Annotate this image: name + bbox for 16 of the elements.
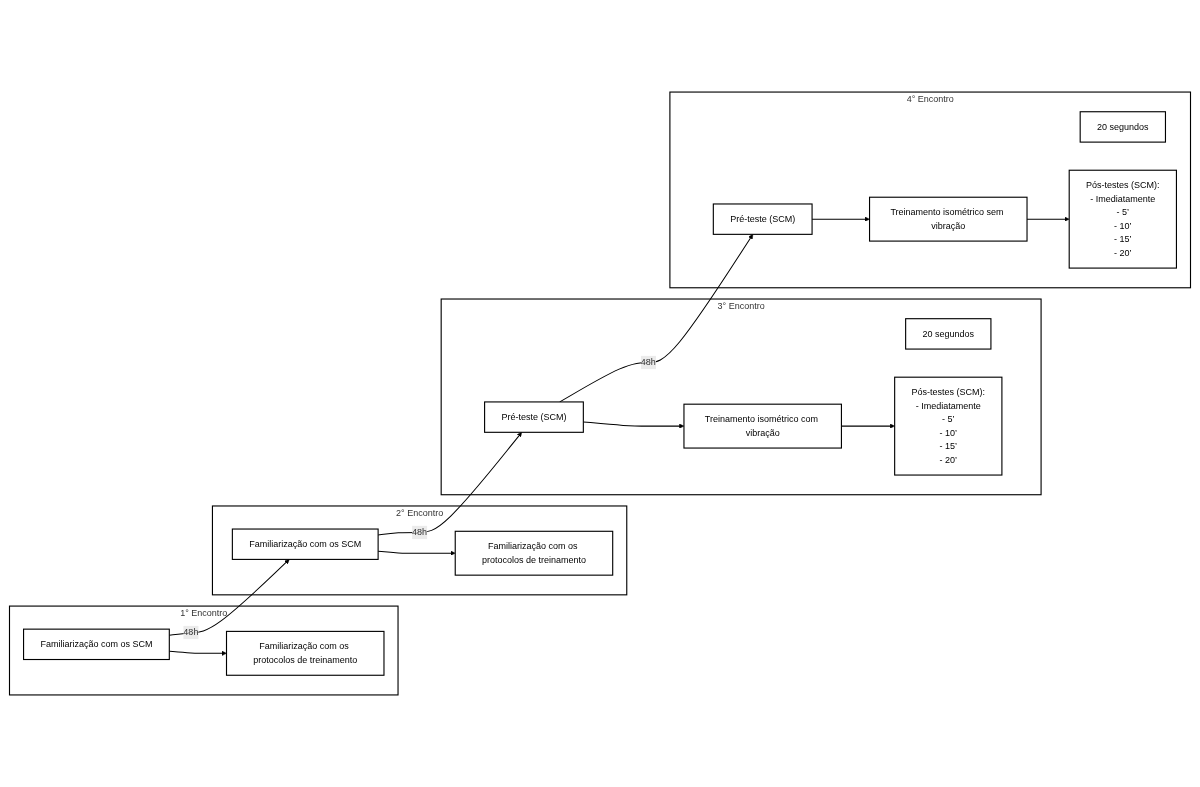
node-box: Treinamento isométrico sem vibração [869, 196, 1028, 242]
arrow [559, 234, 754, 403]
node-box: 20 segundos [1079, 111, 1166, 143]
node-box: Familiarização com os protocolos de treinamento [225, 630, 385, 676]
node-box: Pós-testes (SCM): - Imediatamente - 5’ - 10’ - 15’ - 20’ [894, 376, 1003, 476]
edge-label: 48h [183, 627, 199, 638]
edge-label: 48h [412, 527, 428, 537]
node-box: Pré-teste (SCM) [712, 203, 813, 235]
node-box: Familiarização com os SCM [231, 528, 379, 560]
node-box: Pré-teste (SCM) [484, 401, 584, 433]
node-box: Pós-testes (SCM): - Imediatamente - 5’ - 10’ - 15’ - 20’ [1068, 169, 1177, 269]
edge-label: 48h [640, 357, 656, 368]
node-box: Treinamento isométrico com vibração [683, 403, 842, 449]
node-box: 20 segundos [905, 318, 992, 350]
node-box: Familiarização com os protocolos de treinamento [454, 530, 614, 576]
node-box: Familiarização com os SCM [23, 628, 170, 661]
